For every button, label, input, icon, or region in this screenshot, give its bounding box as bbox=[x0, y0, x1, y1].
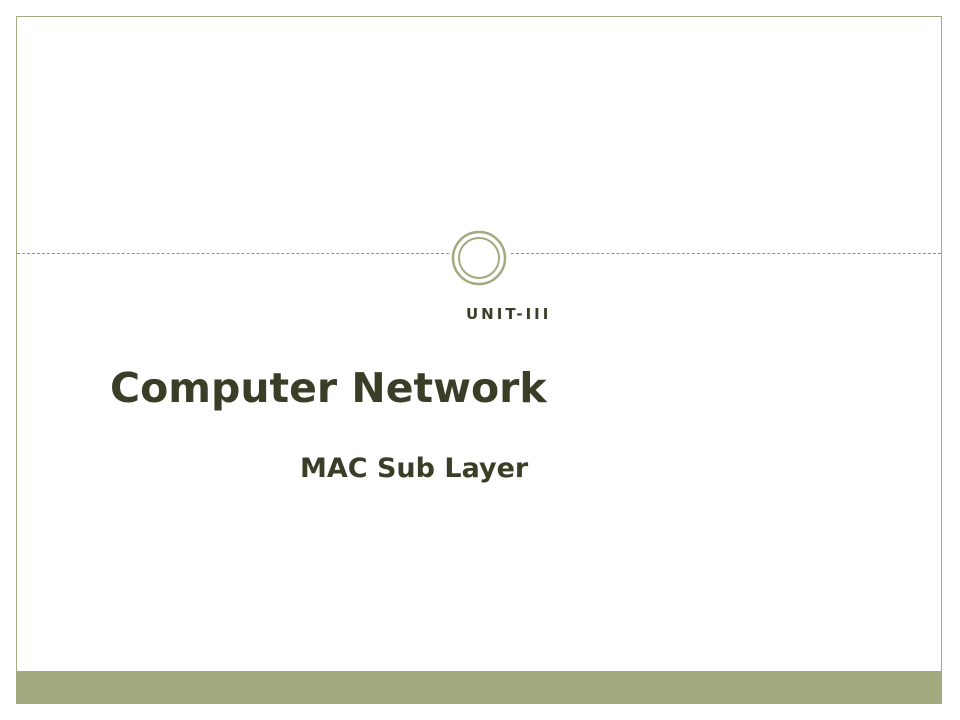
footer-bar bbox=[16, 671, 942, 704]
unit-label: UNIT-III bbox=[466, 305, 552, 323]
slide-subtitle: MAC Sub Layer bbox=[300, 453, 529, 484]
divider-line-left bbox=[17, 253, 449, 254]
slide-frame bbox=[16, 16, 942, 704]
ring-ornament-icon bbox=[451, 230, 507, 286]
divider-line-right bbox=[511, 253, 941, 254]
slide-title: Computer Network bbox=[110, 364, 547, 412]
